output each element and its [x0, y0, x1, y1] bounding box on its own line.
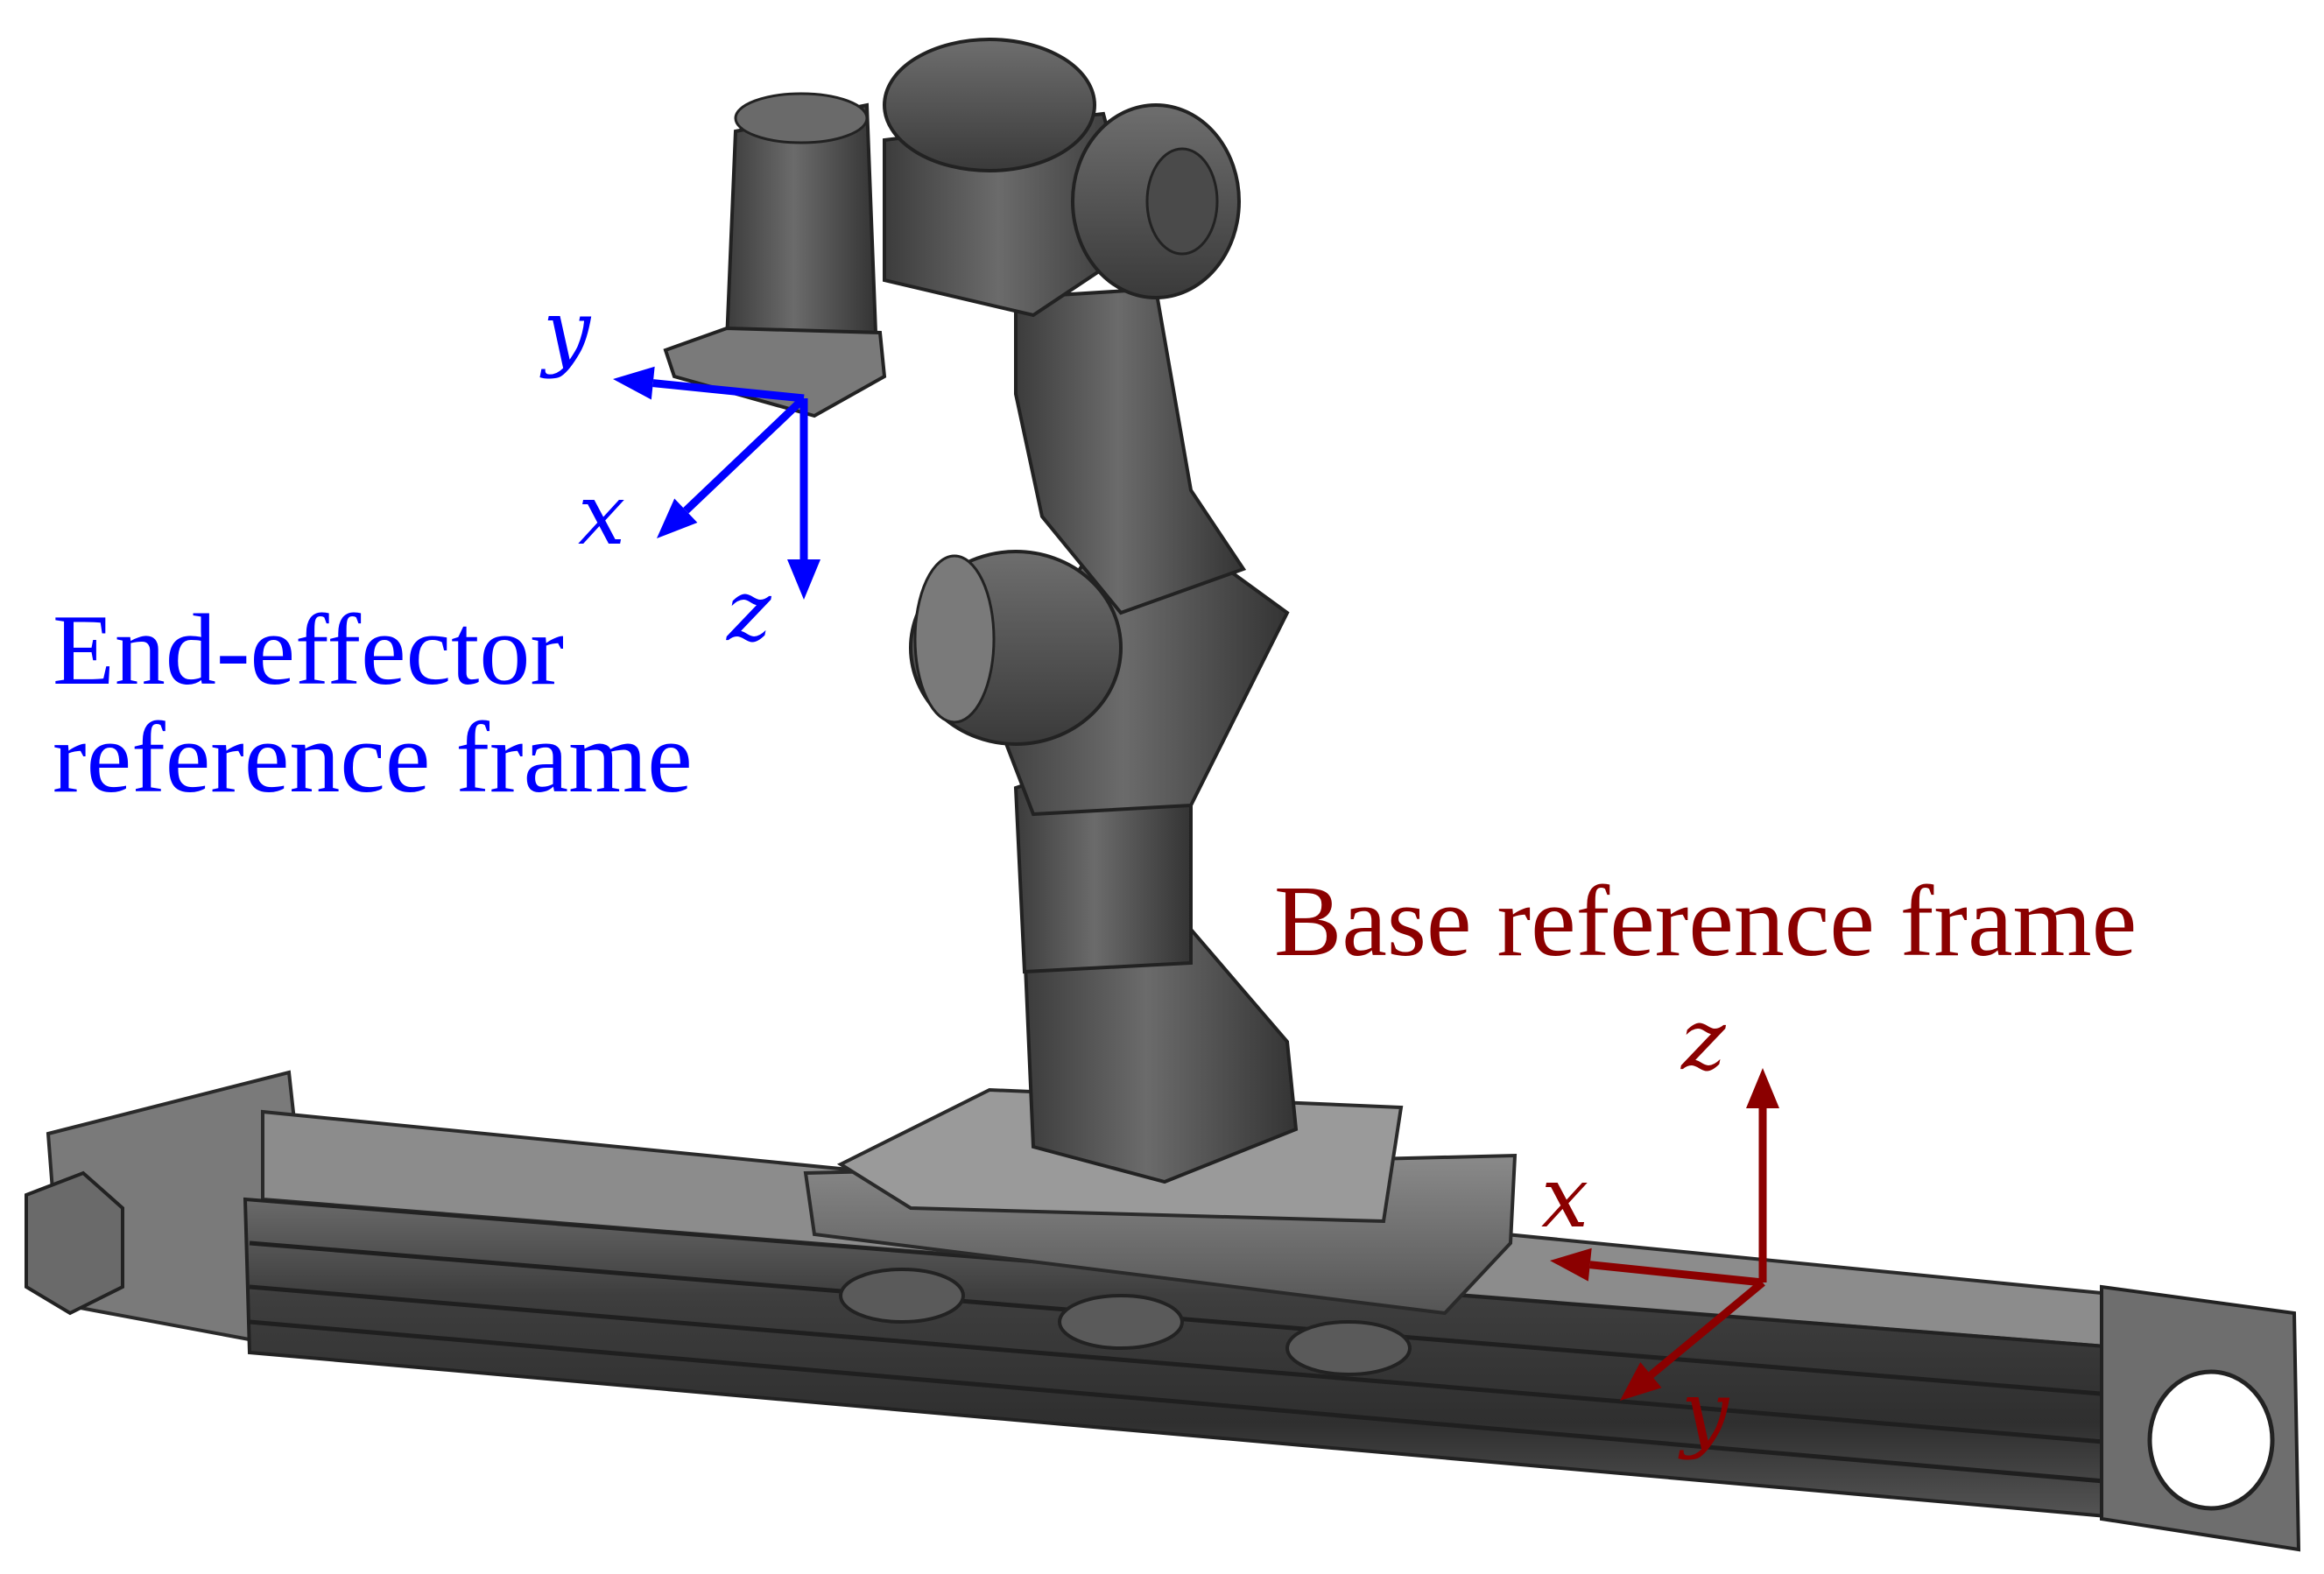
base-axis-z-arrow: [1746, 1068, 1779, 1282]
rail-left-motor: [25, 1170, 124, 1316]
robot-elbow-joint-cap: [913, 554, 996, 724]
robot-shoulder-joint-cap: [1145, 147, 1219, 256]
carriage-wheel: [1058, 1294, 1184, 1350]
robot-arm: [663, 38, 1299, 1184]
base-axis-x-arrow: [1550, 1247, 1764, 1287]
base-frame-label: Base reference frame: [1274, 866, 2137, 978]
ee-axis-z-label: z: [727, 562, 771, 660]
ee-frame-label-line1: End-effector: [53, 594, 564, 706]
base-axes: [1550, 1068, 1779, 1401]
rail-groove: [249, 1319, 2136, 1486]
robot-flange: [663, 326, 887, 418]
ee-axis-x-label: x: [578, 466, 626, 564]
rail-groove: [249, 1240, 2133, 1399]
carriage-wheel: [839, 1268, 965, 1324]
ee-axis-x-arrow: [657, 395, 807, 538]
end-effector-axes: [613, 366, 820, 600]
base-axis-y-arrow: [1620, 1279, 1765, 1401]
robot-top-joint: [883, 38, 1096, 172]
rail-right-end-hole: [2147, 1369, 2275, 1511]
base-axis-x-label: x: [1541, 1149, 1589, 1247]
carriage-wheel: [1285, 1320, 1412, 1376]
rail-groove: [249, 1284, 2136, 1447]
base-axis-y-label: y: [1681, 1363, 1729, 1461]
ee-axis-y-label: y: [543, 282, 591, 380]
ee-axis-y-arrow: [613, 366, 805, 403]
ee-axis-z-arrow: [787, 398, 820, 600]
base-axis-z-label: z: [1681, 991, 1726, 1089]
robot-wrist-cap: [734, 92, 869, 144]
robot-upper-link: [1014, 286, 1247, 615]
ee-frame-label-line2: reference frame: [53, 702, 693, 814]
